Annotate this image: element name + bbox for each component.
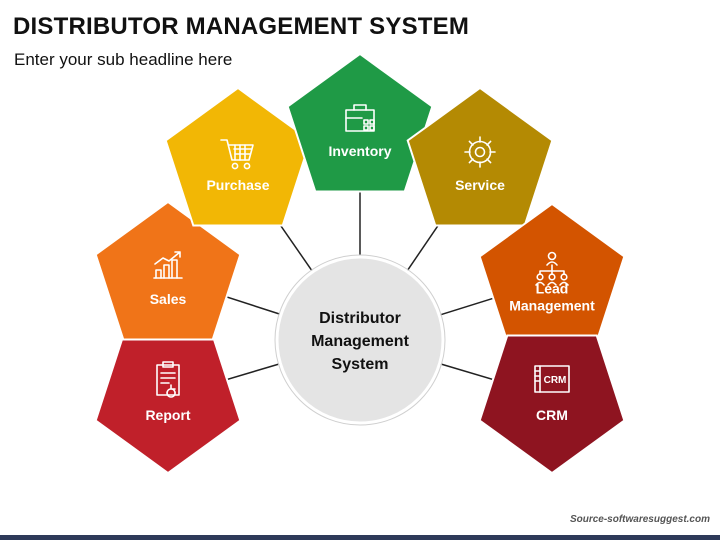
crm-icon-text: CRM	[544, 375, 567, 386]
bottom-bar	[0, 535, 720, 540]
center-label-line-1: Management	[311, 333, 409, 350]
bar-chart-growth-icon	[153, 251, 183, 279]
label-inventory: Inventory	[328, 143, 391, 159]
clipboard-report-icon	[156, 361, 180, 398]
center-circle-outline	[274, 254, 446, 426]
label-crm: CRM	[536, 407, 568, 423]
gear-icon	[464, 136, 496, 168]
label-lead-management-0: Lead	[536, 281, 569, 297]
center-label-line-0: Distributor	[319, 310, 401, 327]
center-label-line-2: System	[332, 356, 389, 373]
pentagon-inventory	[286, 52, 434, 193]
label-service: Service	[455, 177, 505, 193]
shopping-cart-icon	[220, 139, 254, 170]
page-subtitle: Enter your sub headline here	[14, 50, 233, 69]
label-sales: Sales	[150, 291, 187, 307]
node-report: Report	[94, 334, 242, 475]
node-purchase: Purchase	[164, 86, 312, 227]
org-chart-people-icon	[535, 251, 569, 286]
label-purchase: Purchase	[206, 177, 269, 193]
pentagon-report	[94, 334, 242, 475]
label-report: Report	[145, 407, 190, 423]
pentagon-crm	[478, 334, 626, 475]
source-credit: Source-softwaresuggest.com	[569, 514, 710, 525]
node-service: Service	[406, 86, 554, 227]
node-sales: Sales	[94, 200, 242, 341]
node-crm: CRM CRM	[478, 334, 626, 475]
page-title: DISTRIBUTOR MANAGEMENT SYSTEM	[13, 13, 470, 40]
label-lead-management-1: Management	[509, 298, 595, 314]
node-inventory: Inventory	[286, 52, 434, 193]
crm-window-icon: CRM	[534, 365, 570, 393]
pentagon-sales	[94, 200, 242, 341]
briefcase-grid-icon	[345, 104, 375, 132]
center-circle	[275, 255, 445, 425]
